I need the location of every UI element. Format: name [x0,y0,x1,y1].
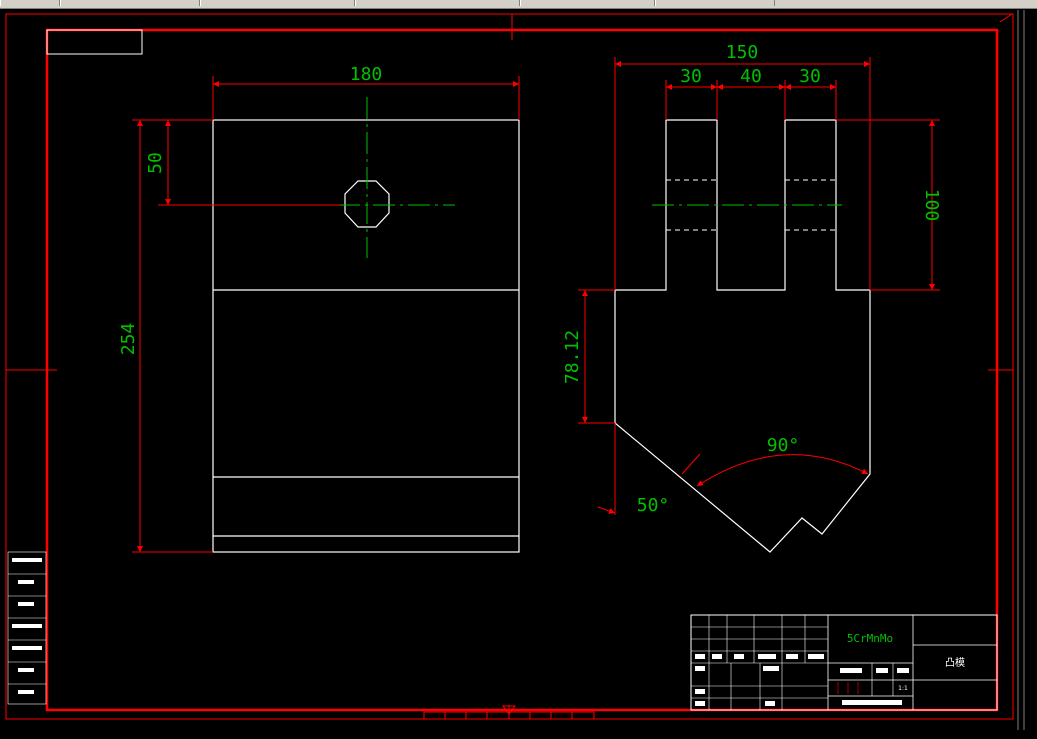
material-label: 5CrMnMo [847,632,893,645]
scale-label: 1:1 [898,685,908,692]
side-dimensions [578,57,940,515]
toolbar-segment[interactable] [0,0,60,6]
dim-side-mid-slot: 40 [740,66,762,87]
dim-side-slot-depth: 100 [921,189,942,222]
title-block [690,614,998,711]
toolbar-segment[interactable] [200,0,355,6]
dim-side-lower-height: 78.12 [562,330,583,384]
dim-front-height: 254 [118,323,139,356]
octagon-hole [344,180,390,228]
dim-front-hole-offset: 50 [145,152,166,174]
dim-side-v-angle: 90° [767,435,800,456]
left-revision-list [7,551,47,705]
front-view[interactable] [212,97,520,553]
toolbar-segment[interactable] [355,0,520,6]
bottom-scale-ruler [423,705,595,720]
application-toolbar-strip [0,0,1037,9]
vertical-scrollbar[interactable] [1014,10,1037,739]
toolbar-segment[interactable] [60,0,200,6]
side-view[interactable] [614,119,871,553]
toolbar-segment[interactable] [520,0,655,6]
toolbar-segment[interactable] [655,0,775,6]
dim-front-width: 180 [350,64,383,85]
dim-side-bevel-angle: 50° [637,495,670,516]
dim-side-right-slot: 30 [799,66,821,87]
front-dimensions [132,76,520,553]
dim-side-left-slot: 30 [680,66,702,87]
part-name-label: 凸模 [945,657,965,669]
dim-side-total-width: 150 [726,42,759,63]
